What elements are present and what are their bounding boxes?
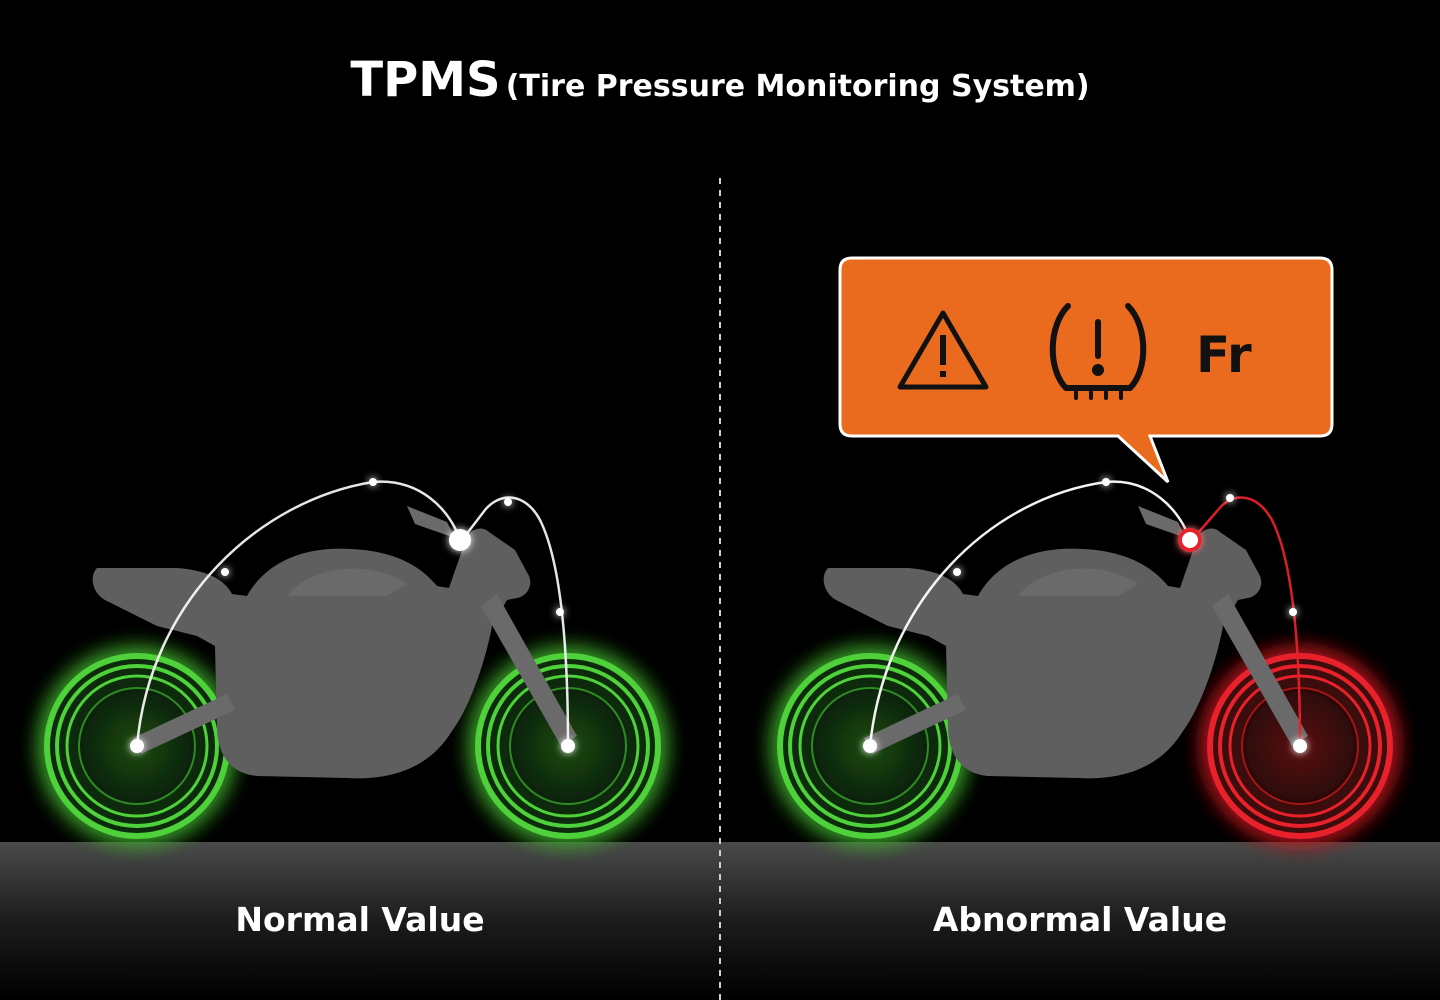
abnormal-value-label: Abnormal Value xyxy=(932,900,1228,939)
abnormal-panel: Fr xyxy=(777,256,1393,839)
normal-value-label: Normal Value xyxy=(235,900,485,939)
page-title: TPMS (Tire Pressure Monitoring System) xyxy=(0,52,1440,108)
normal-panel xyxy=(44,478,661,839)
signal-lines-right xyxy=(868,480,1302,747)
signal-nodes-right xyxy=(863,478,1307,753)
signal-lines xyxy=(135,480,570,747)
signal-nodes xyxy=(130,478,575,753)
front-position-label: Fr xyxy=(1196,326,1252,384)
warning-callout: Fr xyxy=(838,256,1334,484)
warning-triangle-icon xyxy=(897,310,989,390)
title-main: TPMS xyxy=(350,52,501,108)
tpms-icon xyxy=(1049,303,1147,400)
title-subtitle: (Tire Pressure Monitoring System) xyxy=(505,69,1090,104)
